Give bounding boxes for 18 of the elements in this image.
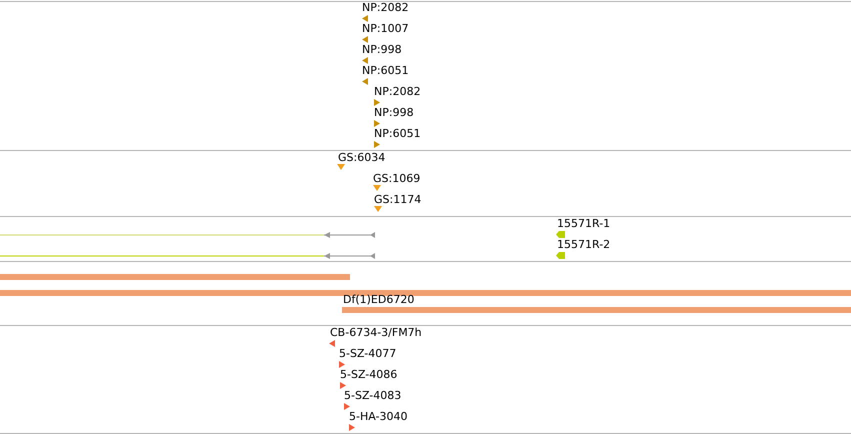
feature-label: 5-HA-3040	[349, 410, 408, 423]
feature-label: GS:1069	[373, 172, 420, 185]
feature-label: 15571R-2	[557, 238, 610, 251]
feature-label: NP:998	[362, 43, 402, 56]
feature-label: NP:2082	[374, 85, 421, 98]
feature-label: NP:2082	[362, 1, 409, 14]
feature-label: NP:998	[374, 106, 414, 119]
feature-label: NP:6051	[374, 127, 421, 140]
feature-label: NP:6051	[362, 64, 409, 77]
feature-label: 5-SZ-4077	[339, 347, 396, 360]
feature-label: 5-SZ-4086	[340, 368, 398, 381]
feature-label: NP:1007	[362, 22, 409, 35]
feature-label: 15571R-1	[557, 217, 610, 230]
feature-label: 5-SZ-4083	[344, 389, 402, 402]
feature-label: Df(1)ED6720	[343, 293, 414, 306]
feature-label: GS:1174	[374, 193, 422, 206]
feature-label: CB-6734-3/FM7h	[330, 326, 422, 339]
feature-label: GS:6034	[338, 151, 386, 164]
